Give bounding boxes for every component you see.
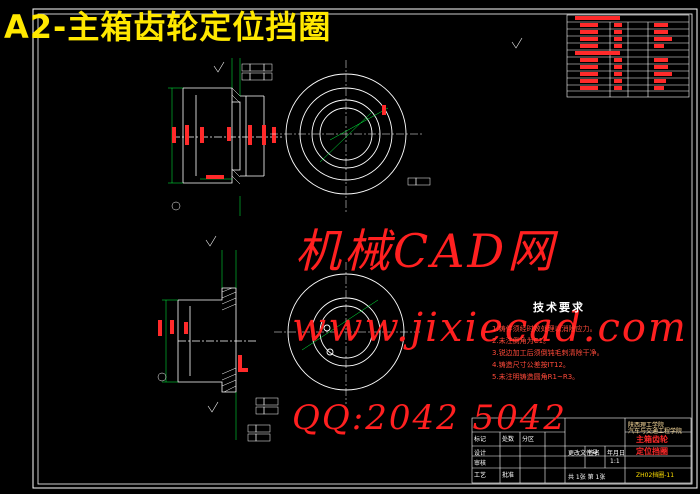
inner-frame [37,13,693,485]
tb-label: 设计 [474,450,487,457]
watermark-url: www.jixiecad.com [292,305,688,351]
parameter-table [566,14,690,98]
upper-hatch [231,87,241,185]
upper-front-mark [382,105,386,115]
upper-dimension-labels [172,125,276,179]
lower-section-view [177,287,258,393]
tb-label: 分区 [522,436,535,443]
requirement-item: 2.未注倒角为C1。 [492,337,551,345]
part-name-line1: 主箱齿轮 [636,435,668,444]
upper-section-view [172,87,282,184]
tb-label: 处数 [502,436,515,443]
upper-front-view [270,60,424,212]
tb-label: 年月日 [607,450,626,457]
parameter-table-marks [575,16,672,90]
part-name-line2: 定位挡圈 [636,447,668,456]
drawing-title: A2-主箱齿轮定位挡圈 [4,8,332,46]
lower-tolerance-frames [157,372,279,442]
requirement-item: 5.未注明铸造圆角R1~R3。 [492,373,580,381]
requirement-item: 1.铸件须经时效处理以消除应力。 [492,325,597,333]
lower-dimension-labels [158,320,248,372]
school-name: 陕西理工学院 [628,422,665,429]
requirement-item: 3.锐边加工后须倒钝毛刺清除干净。 [492,349,604,357]
title-block [471,417,692,484]
watermark-qq: QQ:2042 5042 [292,398,568,438]
tb-label: 标记 [474,436,487,443]
tb-label: 审核 [474,460,487,467]
roughness-symbols [205,37,523,413]
scale-value: 1:1 [610,458,620,465]
tb-label: 批准 [502,472,515,479]
watermark-site-name: 机械CAD网 [295,224,557,278]
upper-tolerance-frames [171,63,431,211]
tb-label: 签名 [588,450,601,457]
school-subtitle: 汽车与交通工程学院 [628,428,683,435]
sheet-count: 共 1张 第 1张 [568,474,606,481]
lower-front-view [274,262,420,404]
tb-label: 更改文件号 [568,450,599,457]
requirement-item: 4.铸造尺寸公差按IT12。 [492,361,570,369]
drawing-number: ZH02挡圈-11 [636,472,675,479]
lower-dimensions [162,250,237,440]
outer-frame [32,8,698,489]
lower-hatch [221,287,237,393]
requirements-title: 技术要求 [533,301,585,314]
tb-label: 工艺 [474,472,487,479]
